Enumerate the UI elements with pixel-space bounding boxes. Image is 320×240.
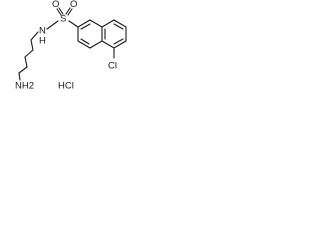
ring-double-a2: [80, 38, 90, 45]
s-o-right-bond-a: [65, 7, 71, 15]
s-o-left-bond-a: [56, 8, 62, 16]
oxygen-right-label: O: [70, 0, 77, 10]
amide-hydrogen-label: H: [39, 36, 46, 47]
ring-bond-b1: [101, 19, 115, 28]
chain-bond-2: [30, 39, 34, 51]
ring-double-b2: [113, 23, 124, 30]
ring-bond-b2: [113, 19, 127, 28]
ring-bond-a1: [77, 19, 91, 28]
s-o-right-bond-b: [67, 8, 73, 16]
ring-bond-a4: [89, 40, 103, 49]
ring-double-a1: [80, 23, 91, 30]
chain-bond-1: [30, 31, 39, 41]
sulfonyl-double-bonds: [56, 7, 73, 16]
terminal-amine-label: NH2: [15, 81, 34, 92]
chemical-structure: S O O N H NH2 Cl HCl: [15, 0, 127, 92]
ring-bond-b4: [113, 40, 127, 49]
amide-nitrogen-label: N: [39, 26, 46, 37]
chain-bond-5: [18, 66, 28, 74]
sulfur-atom-label: S: [60, 14, 66, 25]
n-s-bond: [46, 20, 59, 30]
chain-bond-4: [24, 56, 28, 68]
chain-bond-3: [24, 49, 34, 58]
chain-bond-6: [18, 72, 21, 81]
naphthalene-ring: [77, 19, 127, 59]
ring-bond-a2: [89, 19, 103, 28]
oxygen-left-label: O: [52, 0, 59, 10]
ring-bond-b5: [101, 40, 115, 49]
hydrochloride-label: HCl: [58, 81, 74, 92]
hexyl-chain: [18, 31, 39, 81]
s-o-left-bond-b: [58, 7, 64, 15]
ring-double-b3: [113, 38, 124, 45]
chlorine-atom-label: Cl: [108, 61, 117, 72]
ring-bond-a5: [77, 40, 91, 49]
s-ring-bond: [68, 20, 79, 28]
